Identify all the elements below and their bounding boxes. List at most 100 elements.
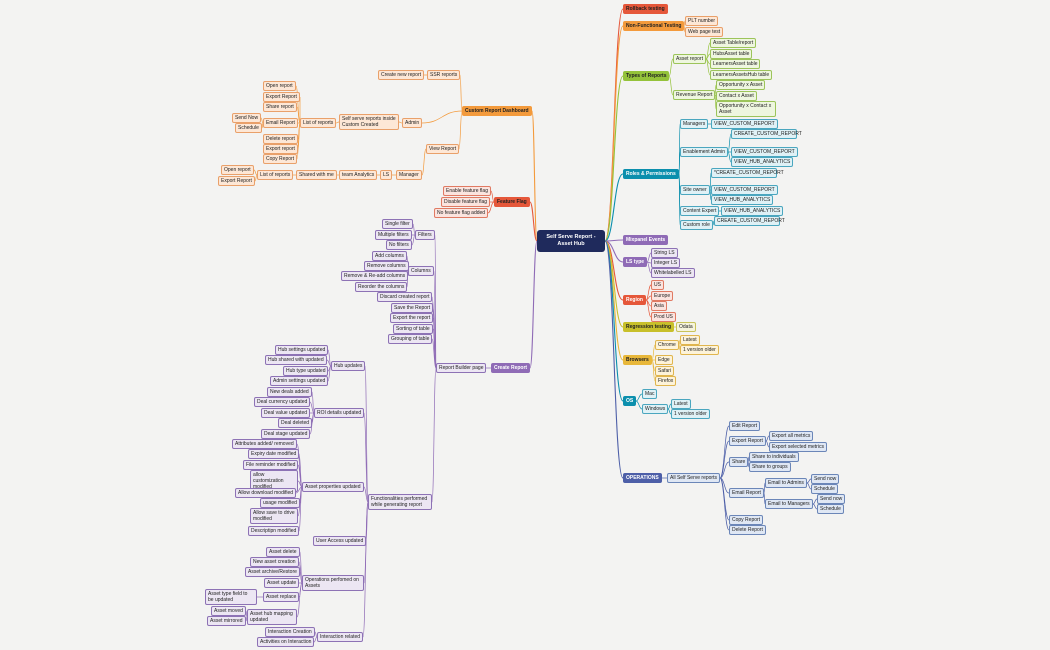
node-all-self-serve-reports[interactable]: All Self Serve reports xyxy=(667,473,720,483)
node-expiry-date-modified[interactable]: Expiry date modified xyxy=(248,449,300,459)
node-schedule[interactable]: Schedule xyxy=(817,504,844,514)
node-revenue-report[interactable]: Revenue Report xyxy=(673,90,716,100)
node-manager[interactable]: Manager xyxy=(396,170,422,180)
node-send-now[interactable]: Send Now xyxy=(232,113,262,123)
node-list-of-reports[interactable]: List of reports xyxy=(257,170,294,180)
branch-rollback-testing[interactable]: Rollback testing xyxy=(623,4,668,14)
branch-os[interactable]: OS xyxy=(623,396,637,406)
node-interaction-creation[interactable]: Interaction Creation xyxy=(265,627,315,637)
node-share-to-individuals[interactable]: Share to individuals xyxy=(749,452,799,462)
node-export-report[interactable]: Export Report xyxy=(729,436,766,446)
node-opportunity-x-contact-x-asset[interactable]: Opportunity x Contact x Asset xyxy=(716,101,776,117)
node-columns[interactable]: Columns xyxy=(408,266,434,276)
node-enable-feature-flag[interactable]: Enable feature flag xyxy=(443,186,491,196)
node-content-expert[interactable]: Content Expert xyxy=(680,206,720,216)
node-email-to-admins[interactable]: Email to Admins xyxy=(765,478,807,488)
node-multiple-filters[interactable]: Multiple filters xyxy=(375,230,412,240)
node-create-new-report[interactable]: Create new report xyxy=(378,70,425,80)
branch-mixpanel-events[interactable]: Mixpanel Events xyxy=(623,235,669,245)
node-string-ls[interactable]: String LS xyxy=(651,248,678,258)
node-custom-role[interactable]: Custom role xyxy=(680,220,713,230)
node-integer-ls[interactable]: Integer LS xyxy=(651,258,681,268)
branch-browsers[interactable]: Browsers xyxy=(623,355,652,365)
node-delete-report[interactable]: Delete Report xyxy=(729,525,766,535)
node-latest[interactable]: Latest xyxy=(671,399,691,409)
node-report-builder-page[interactable]: Report Builder page xyxy=(436,363,487,373)
node-allow-save-to-drive-modified[interactable]: Allow save to drive modified xyxy=(250,508,298,524)
node-export-selected-metrics[interactable]: Export selected metrics xyxy=(769,442,827,452)
node-file-reminder-modified[interactable]: File reminder modified xyxy=(243,460,299,470)
node-user-access-updated[interactable]: User Access updated xyxy=(313,536,367,546)
node-allow-download-modified[interactable]: Allow download modified xyxy=(235,488,297,498)
node-view-custom-report[interactable]: VIEW_CUSTOM_REPORT xyxy=(711,119,778,129)
node-asset-replace[interactable]: Asset replace xyxy=(263,592,300,602)
node-hubsasset-table[interactable]: HubsAsset table xyxy=(710,48,753,59)
node-email-report[interactable]: Email Report xyxy=(263,118,298,128)
node-asset-mirrored[interactable]: Asset mirrored xyxy=(207,616,246,626)
node-create-custom-report[interactable]: *CREATE_CUSTOM_REPORT xyxy=(711,168,784,178)
node-send-now[interactable]: Send now xyxy=(811,474,840,484)
node-open-report[interactable]: Open report xyxy=(263,81,296,91)
node-prod-us[interactable]: Prod US xyxy=(651,311,676,322)
node-sorting-of-table[interactable]: Sorting of table xyxy=(393,323,433,334)
node-new-asset-creation[interactable]: New asset creation xyxy=(250,557,299,567)
node-chrome[interactable]: Chrome xyxy=(655,340,679,350)
node-copy-report[interactable]: Copy Report xyxy=(729,515,764,525)
node-descriptipn-modified[interactable]: Descriptipn modified xyxy=(248,526,300,536)
node-admin[interactable]: Admin xyxy=(402,118,423,128)
branch-create-report[interactable]: Create Report xyxy=(491,363,531,373)
node-view-hub-analytics[interactable]: VIEW_HUB_ANALYTICS xyxy=(711,195,774,205)
node-no-filters[interactable]: No filters xyxy=(386,240,412,250)
node-safari[interactable]: Safari xyxy=(655,366,675,376)
node-shared-with-me[interactable]: Shared with me xyxy=(296,170,337,180)
node-create-custom-report[interactable]: CREATE_CUSTOM_REPORT xyxy=(731,129,802,139)
node-copy-report[interactable]: Copy Report xyxy=(263,154,298,164)
node-deal-deleted[interactable]: Deal deleted xyxy=(278,418,313,428)
node-mac[interactable]: Mac xyxy=(642,389,658,399)
node-deal-stage-updated[interactable]: Deal stage updated xyxy=(261,429,311,439)
node-learnersassetshub-table[interactable]: LearnersAssetsHub table xyxy=(710,69,773,80)
node-windows[interactable]: Windows xyxy=(642,404,669,414)
node-us[interactable]: US xyxy=(651,280,664,290)
branch-roles-permissions[interactable]: Roles & Permissions xyxy=(623,169,679,179)
node-schedule[interactable]: Schedule xyxy=(811,484,838,494)
node-share-report[interactable]: Share report xyxy=(263,102,297,112)
node-asset-hub-mapping-updated[interactable]: Asset hub mapping updated xyxy=(247,609,297,625)
node-self-serve-reports-inside-custom-created[interactable]: Self serve reports inside Custom Created xyxy=(339,114,399,130)
node-asset-table-report[interactable]: Asset Table/report xyxy=(710,38,757,48)
node-remove-columns[interactable]: Remove columns xyxy=(364,261,409,271)
node-export-report[interactable]: Export Report xyxy=(218,176,255,186)
node-asset-update[interactable]: Asset update xyxy=(264,578,300,588)
node-asset-moved[interactable]: Asset moved xyxy=(211,606,246,616)
node-no-feature-flag-added[interactable]: No feature flag added xyxy=(434,208,489,218)
node-asset-report[interactable]: Asset report xyxy=(673,54,706,64)
node-edit-report[interactable]: Edit Report xyxy=(729,421,761,431)
node-interaction-related[interactable]: Interaction related xyxy=(317,632,364,642)
branch-operations[interactable]: OPERATIONS xyxy=(623,473,662,483)
node-whitelabelled-ls[interactable]: Whitelabelled LS xyxy=(651,268,695,278)
node-operations-perfomed-on-assets[interactable]: Operations perfomed on Assets xyxy=(302,575,364,591)
node-schedule[interactable]: Schedule xyxy=(235,123,262,133)
branch-feature-flag[interactable]: Feature Flag xyxy=(494,197,530,207)
node-asset-type-field-to-be-updated[interactable]: Asset type field to be updated xyxy=(205,589,257,605)
node-open-report[interactable]: Open report xyxy=(221,165,254,175)
node-deal-value-updated[interactable]: Deal value updated xyxy=(261,408,311,418)
node-deal-currency-updated[interactable]: Deal currency updated xyxy=(254,397,311,407)
node-1-version-older[interactable]: 1 version older xyxy=(680,345,719,355)
node-managers[interactable]: Managers xyxy=(680,119,709,129)
node-enablement-admin[interactable]: Enablement Admin xyxy=(680,147,728,157)
node-disable-feature-flag[interactable]: Disable feature flag xyxy=(441,197,491,207)
node-opportunity-x-asset[interactable]: Opportunity x Asset xyxy=(716,80,766,90)
node-view-report[interactable]: View Report xyxy=(426,144,460,154)
node-web-page-test[interactable]: Web page test xyxy=(685,27,724,37)
node-view-hub-analytics[interactable]: VIEW_HUB_ANALYTICS xyxy=(731,157,794,167)
node-export-the-report[interactable]: Export the report xyxy=(390,313,434,323)
node-functionalities-performed-while-generating-report[interactable]: Functionalities performed while generati… xyxy=(368,494,432,510)
node-asset-properties-updated[interactable]: Asset properties updated xyxy=(302,482,364,492)
branch-custom-report-dashboard[interactable]: Custom Report Dashboard xyxy=(462,106,532,116)
node-admin-settings-updated[interactable]: Admin settings updated xyxy=(270,376,329,386)
node-export-all-metrics[interactable]: Export all metrics xyxy=(769,431,814,441)
node-view-hub-analytics[interactable]: VIEW_HUB_ANALYTICS xyxy=(721,206,784,216)
branch-regression-testing[interactable]: Regression testing xyxy=(623,322,675,332)
node-send-now[interactable]: Send now xyxy=(817,494,846,504)
